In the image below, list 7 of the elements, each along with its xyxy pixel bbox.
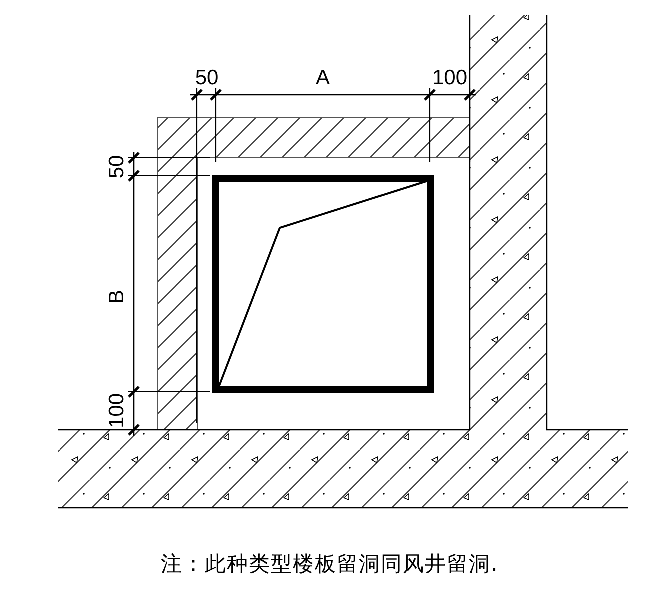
dimension-label: 100 <box>106 393 128 429</box>
dimension-label: A <box>316 68 330 88</box>
dimension-label: 50 <box>106 155 128 179</box>
dimension-label: 50 <box>195 68 219 88</box>
note-caption: 注：此种类型楼板留洞同风井留洞. <box>160 551 500 578</box>
dimension-label: 100 <box>432 68 468 88</box>
dimension-label: B <box>106 290 128 304</box>
